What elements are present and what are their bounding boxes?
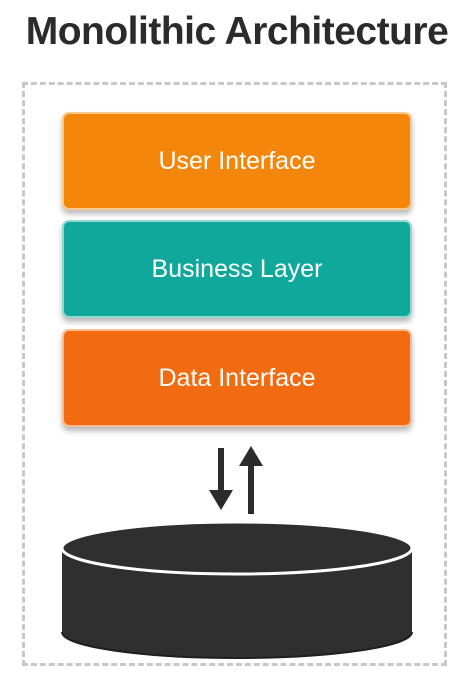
up-arrow-icon	[239, 446, 263, 514]
up-down-arrows-icon	[209, 446, 263, 514]
database-icon	[60, 520, 414, 659]
layer-data-interface: Data Interface	[62, 329, 412, 427]
architecture-frame	[22, 82, 447, 666]
layer-business-layer: Business Layer	[62, 220, 412, 318]
page-title: Monolithic Architecture	[25, 10, 449, 53]
down-arrow-icon	[209, 448, 233, 510]
layer-user-interface: User Interface	[62, 112, 412, 210]
